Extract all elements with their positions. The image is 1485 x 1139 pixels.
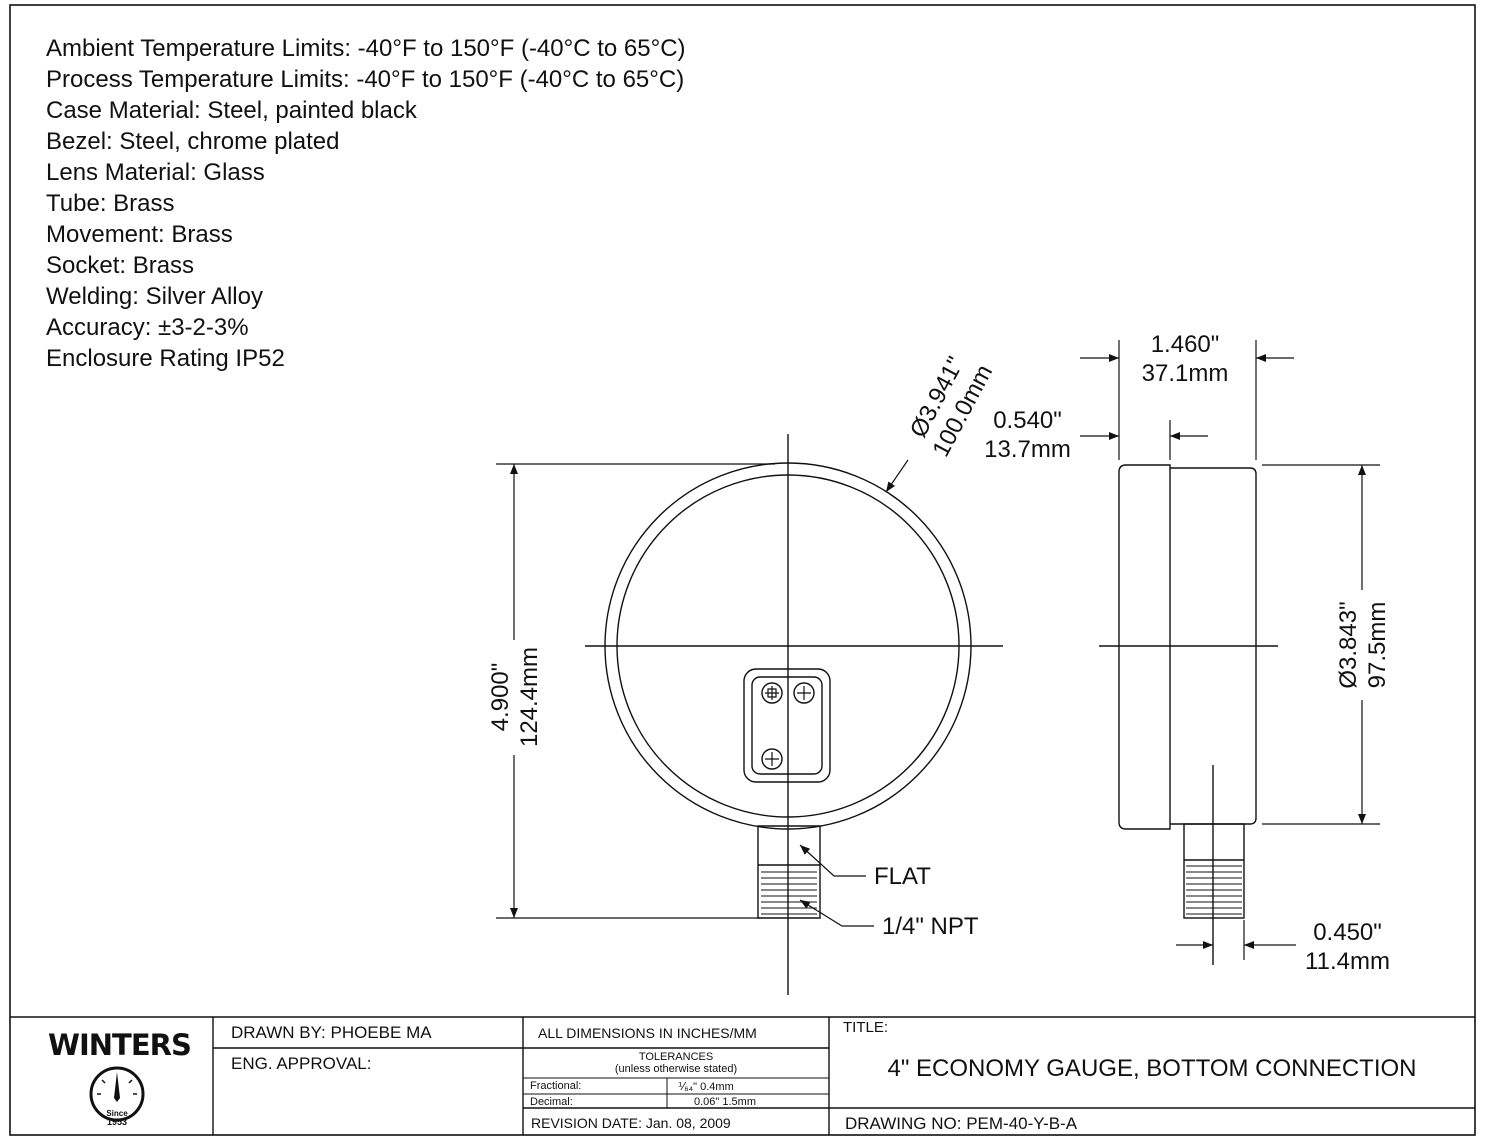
bezel-depth-label: 0.540" 13.7mm (970, 406, 1085, 464)
spec-lens-material: Lens Material: Glass (46, 159, 265, 186)
screw-icon (761, 682, 783, 704)
side-case (1170, 467, 1257, 825)
sheet-border (9, 4, 1476, 1136)
npt-callout: 1/4" NPT (882, 913, 979, 940)
spec-movement: Movement: Brass (46, 221, 233, 248)
side-thread-lines (1186, 865, 1242, 915)
stem-offset-in: 0.450" (1313, 919, 1382, 946)
screw-icon (761, 748, 783, 770)
tolerances-heading: TOLERANCES (638, 1051, 714, 1063)
screw-icon (793, 682, 815, 704)
depth-label: 1.460" 37.1mm (1130, 330, 1240, 388)
spec-ambient-temp: Ambient Temperature Limits: -40°F to 150… (46, 35, 686, 62)
spec-accuracy: Accuracy: ±3-2-3% (46, 314, 249, 341)
winters-logo: WINTERS (48, 1028, 192, 1062)
spec-bezel: Bezel: Steel, chrome plated (46, 128, 340, 155)
bezel-outer-circle (604, 462, 972, 830)
stem-offset-label: 0.450" 11.4mm (1290, 918, 1405, 976)
spec-welding: Welding: Silver Alloy (46, 283, 263, 310)
decimal-value: 0.06" 1.5mm (694, 1096, 756, 1108)
npt-leader (799, 899, 874, 927)
flat-leader (799, 844, 866, 877)
back-plate-inner (751, 676, 823, 775)
tolerances-note: (unless otherwise stated) (614, 1063, 738, 1075)
decimal-label: Decimal: (530, 1096, 573, 1108)
logo-since: Since (106, 1109, 128, 1118)
title-label: TITLE: (843, 1019, 889, 1036)
spec-process-temp: Process Temperature Limits: -40°F to 150… (46, 66, 685, 93)
npt-thread-lines (761, 871, 817, 915)
logo-year: 1953 (106, 1117, 128, 1127)
units-note: ALL DIMENSIONS IN INCHES/MM (538, 1025, 757, 1041)
bezel-depth-in: 0.540" (993, 407, 1062, 434)
eng-approval: ENG. APPROVAL: (231, 1054, 372, 1073)
bezel-inner-circle (616, 474, 960, 818)
winters-logo-gauge-icon (89, 1066, 145, 1122)
overall-height-label: 4.900" 124.4mm (486, 632, 544, 762)
case-diameter-label: Ø3.843" 97.5mm (1334, 580, 1392, 710)
side-bezel (1118, 464, 1171, 830)
flat-callout: FLAT (874, 863, 931, 890)
front-view (496, 434, 1003, 995)
drawing-title: 4" ECONOMY GAUGE, BOTTOM CONNECTION (887, 1055, 1417, 1082)
case-diameter-in: Ø3.843" (1335, 601, 1362, 689)
side-view (1080, 340, 1380, 965)
spec-enclosure-rating: Enclosure Rating IP52 (46, 345, 285, 372)
depth-in: 1.460" (1150, 331, 1220, 358)
fractional-value: ⅟₆₄" 0.4mm (678, 1081, 734, 1093)
fractional-label: Fractional: (530, 1080, 582, 1092)
title-block-grid (10, 1016, 1475, 1135)
stem-offset-mm: 11.4mm (1305, 948, 1390, 975)
side-socket (1183, 823, 1245, 919)
case-diameter-mm: 97.5mm (1364, 601, 1391, 689)
spec-tube: Tube: Brass (46, 190, 175, 217)
bezel-diameter-leader (885, 459, 909, 493)
revision-date: REVISION DATE: Jan. 08, 2009 (531, 1115, 731, 1131)
drawn-by: DRAWN BY: PHOEBE MA (231, 1023, 432, 1042)
overall-height-in: 4.900" (487, 662, 514, 732)
spec-socket: Socket: Brass (46, 252, 195, 279)
overall-height-mm: 124.4mm (516, 646, 543, 748)
socket-body (757, 825, 821, 919)
depth-mm: 37.1mm (1141, 360, 1229, 387)
back-plate-outer (743, 668, 831, 783)
spec-case-material: Case Material: Steel, painted black (46, 97, 417, 124)
drawing-number: DRAWING NO: PEM-40-Y-B-A (845, 1114, 1078, 1133)
bezel-depth-mm: 13.7mm (984, 436, 1071, 463)
